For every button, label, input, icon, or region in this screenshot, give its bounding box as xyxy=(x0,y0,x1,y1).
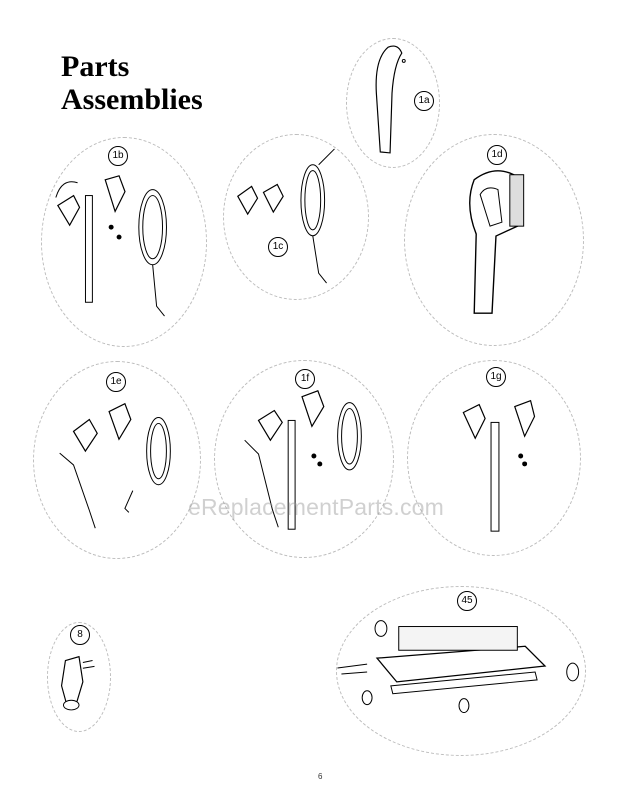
page-title-line-1: Parts xyxy=(61,50,130,83)
assembly-1c: 1c xyxy=(223,134,369,300)
assembly-45-label: 45 xyxy=(457,591,477,611)
assembly-1b-label: 1b xyxy=(108,146,128,166)
assembly-1b: 1b xyxy=(41,137,207,347)
assembly-1a: 1a xyxy=(346,38,440,168)
assembly-45: 45 xyxy=(336,586,586,756)
assembly-1d-drawing xyxy=(469,170,525,314)
assembly-1f: 1f xyxy=(214,360,394,558)
assembly-1g-drawing xyxy=(462,399,536,532)
assembly-1a-label: 1a xyxy=(414,91,434,111)
assembly-1e: 1e xyxy=(33,361,201,559)
assembly-1c-drawing xyxy=(237,148,335,284)
assembly-8-label: 8 xyxy=(70,625,90,645)
watermark: eReplacementParts.com xyxy=(188,494,445,520)
assembly-1b-drawing xyxy=(55,175,167,317)
assembly-1e-label: 1e xyxy=(106,372,126,392)
page-number: 6 xyxy=(318,772,323,781)
assembly-1c-label: 1c xyxy=(268,237,288,257)
page-title: Parts Assemblies xyxy=(61,50,203,116)
handle-tube-drawing xyxy=(375,45,406,154)
assembly-8: 8 xyxy=(47,622,111,732)
assembly-45-drawing xyxy=(337,620,580,713)
assembly-1e-drawing xyxy=(59,402,171,529)
assembly-1f-drawing xyxy=(244,390,362,530)
assembly-1d: 1d xyxy=(404,134,584,346)
page-title-line-2: Assemblies xyxy=(61,83,203,116)
assembly-1f-label: 1f xyxy=(295,369,315,389)
assembly-1g: 1g xyxy=(407,360,581,556)
assembly-1d-label: 1d xyxy=(487,145,507,165)
assembly-8-drawing xyxy=(60,655,95,711)
assembly-1g-label: 1g xyxy=(486,367,506,387)
